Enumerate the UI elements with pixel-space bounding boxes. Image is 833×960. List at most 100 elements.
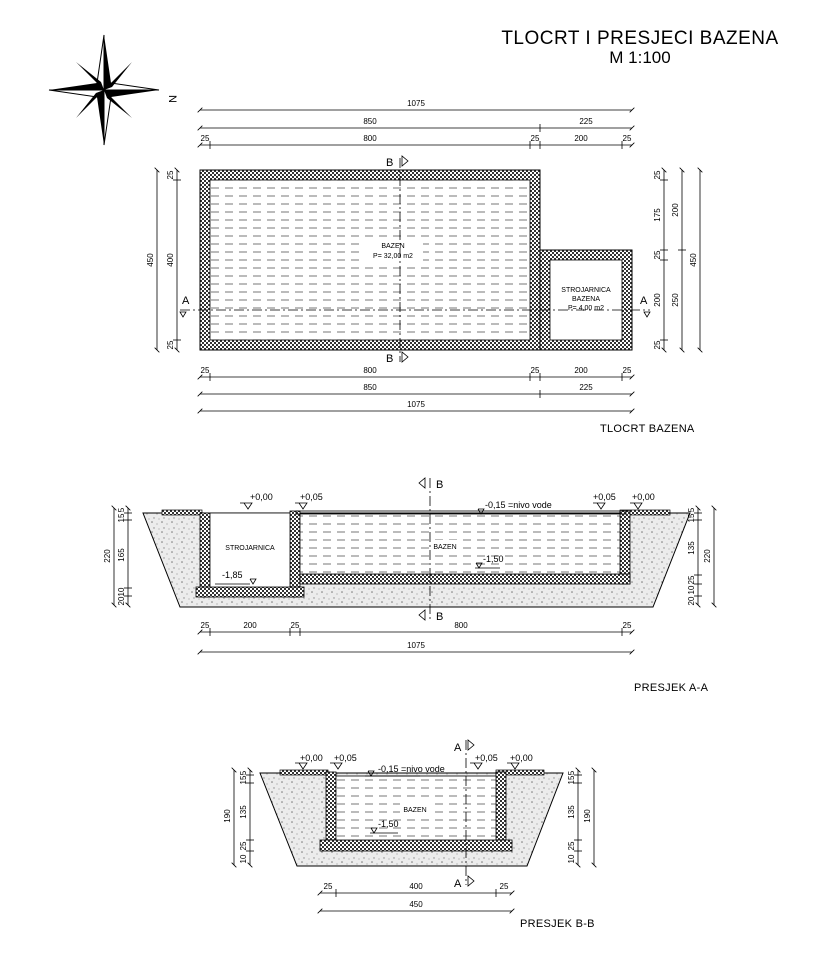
aa-section-b-top: B — [436, 479, 443, 491]
dim-plan-top-inner: 800 — [363, 134, 377, 143]
dim-plan-bottom-total: 1075 — [407, 400, 425, 409]
plan-room-label-2: BAZENA — [572, 296, 600, 303]
bb-right-c: 135 — [567, 805, 576, 819]
bb-pool-label: BAZEN — [403, 807, 426, 814]
drawing-scale: M 1:100 — [609, 48, 671, 67]
aa-right-d: 25 — [687, 575, 696, 584]
bb-left-a: 5 — [239, 770, 248, 775]
aa-left-b: 15 — [117, 513, 126, 522]
dim-plan-right-total: 450 — [689, 253, 698, 267]
bb-level-pool-floor: -1,50 — [378, 819, 399, 829]
aa-right-e: 10 — [687, 585, 696, 594]
dim-plan-right-upper: 200 — [671, 203, 680, 217]
bb-section-a-top: A — [454, 742, 462, 754]
aa-level-rim-left: +0,05 — [300, 492, 323, 502]
bb-level-water: -0,15 =nivo vode — [378, 764, 445, 774]
compass-rose-icon: N — [48, 34, 178, 146]
bb-pool-water — [335, 775, 497, 841]
aa-bottom-inner: 800 — [454, 621, 468, 630]
dim-plan-bottom-wall-3: 25 — [623, 366, 632, 375]
aa-bottom-wall-3: 25 — [623, 621, 632, 630]
section-bb-caption: PRESJEK B-B — [520, 918, 595, 930]
section-aa-view: STROJARNICA BAZEN +0,00 +0,05 -0,15 =niv… — [103, 477, 714, 652]
aa-left-e: 20 — [117, 596, 126, 605]
dim-plan-left-wall-1: 25 — [166, 170, 175, 179]
dim-plan-top-wall-2: 25 — [531, 134, 540, 143]
machine-room — [549, 259, 623, 341]
bb-bottom-wall-2: 25 — [500, 882, 509, 891]
plan-caption: TLOCRT BAZENA — [600, 423, 695, 435]
aa-left-total: 220 — [103, 549, 112, 563]
aa-bottom-wall-2: 25 — [291, 621, 300, 630]
dim-plan-top-total: 1075 — [407, 99, 425, 108]
bb-right-e: 10 — [567, 854, 576, 863]
dim-plan-top-room-inner: 200 — [574, 134, 588, 143]
bb-level-ground-right: +0,00 — [510, 753, 533, 763]
plan-view: 1075 850 225 25 800 25 200 25 BAZEN P= 3… — [146, 99, 700, 411]
dim-plan-right-mid: 175 — [653, 208, 662, 222]
drawing-title: TLOCRT I PRESJECI BAZENA — [501, 28, 779, 49]
aa-right-b: 15 — [687, 513, 696, 522]
dim-plan-right-wall-1: 25 — [653, 170, 662, 179]
dim-plan-top-wall-3: 25 — [623, 134, 632, 143]
bb-left-b: 15 — [239, 775, 248, 784]
dim-plan-left-wall-2: 25 — [166, 340, 175, 349]
bb-level-ground-left: +0,00 — [300, 753, 323, 763]
bb-left-total: 190 — [223, 809, 232, 823]
plan-pool-area: P= 32,00 m2 — [373, 253, 413, 260]
aa-machine-room — [209, 512, 291, 588]
bb-level-rim-left: +0,05 — [334, 753, 357, 763]
dim-plan-right-wall-2: 25 — [653, 250, 662, 259]
dim-plan-top-wall-1: 25 — [201, 134, 210, 143]
bb-level-rim-right: +0,05 — [475, 753, 498, 763]
aa-level-ground-left: +0,00 — [250, 492, 273, 502]
bb-right-b: 15 — [567, 775, 576, 784]
dim-plan-left-total: 450 — [146, 253, 155, 267]
plan-section-b-top: B — [386, 157, 393, 169]
aa-bottom-wall-1: 25 — [201, 621, 210, 630]
bb-bottom-wall-1: 25 — [324, 882, 333, 891]
plan-room-label-1: STROJARNICA — [561, 287, 611, 294]
bb-bottom-total: 450 — [409, 900, 423, 909]
bb-right-total: 190 — [583, 809, 592, 823]
dim-plan-top-pool: 850 — [363, 117, 377, 126]
dim-plan-right-room-inner: 200 — [653, 293, 662, 307]
aa-level-water: -0,15 =nivo vode — [485, 500, 552, 510]
bb-right-d: 25 — [567, 841, 576, 850]
aa-right-a: 5 — [687, 507, 696, 512]
bb-right-a: 5 — [567, 770, 576, 775]
aa-left-c: 165 — [117, 548, 126, 562]
dim-plan-left-inner: 400 — [166, 253, 175, 267]
dim-plan-right-room: 250 — [671, 293, 680, 307]
section-aa-caption: PRESJEK A-A — [634, 682, 709, 694]
aa-level-ground-right: +0,00 — [632, 492, 655, 502]
aa-level-room-floor: -1,85 — [222, 570, 243, 580]
aa-right-total: 220 — [703, 549, 712, 563]
dim-plan-right-wall-3: 25 — [653, 340, 662, 349]
aa-right-f: 20 — [687, 596, 696, 605]
section-bb-view: BAZEN +0,00 +0,05 -0,15 =nivo vode +0,05… — [223, 739, 594, 911]
compass-label: N — [166, 95, 178, 103]
aa-bottom-total: 1075 — [407, 641, 425, 650]
aa-right-c: 135 — [687, 541, 696, 555]
dim-plan-bottom-inner: 800 — [363, 366, 377, 375]
aa-left-d: 10 — [117, 587, 126, 596]
aa-level-rim-right: +0,05 — [593, 492, 616, 502]
bb-left-c: 135 — [239, 805, 248, 819]
plan-room-area: P= 4,00 m2 — [568, 305, 604, 312]
aa-section-b-bottom: B — [436, 611, 443, 623]
plan-pool-label: BAZEN — [381, 243, 404, 250]
bb-left-e: 10 — [239, 854, 248, 863]
dim-plan-bottom-wall-1: 25 — [201, 366, 210, 375]
dim-plan-bottom-room-inner: 200 — [574, 366, 588, 375]
aa-level-pool-floor: -1,50 — [483, 554, 504, 564]
bb-bottom-inner: 400 — [409, 882, 423, 891]
plan-section-b-bottom: B — [386, 353, 393, 365]
aa-left-a: 5 — [117, 507, 126, 512]
aa-bottom-room-inner: 200 — [243, 621, 257, 630]
dim-plan-top-room: 225 — [579, 117, 593, 126]
dim-plan-bottom-pool: 850 — [363, 383, 377, 392]
bb-left-d: 25 — [239, 841, 248, 850]
dim-plan-bottom-wall-2: 25 — [531, 366, 540, 375]
